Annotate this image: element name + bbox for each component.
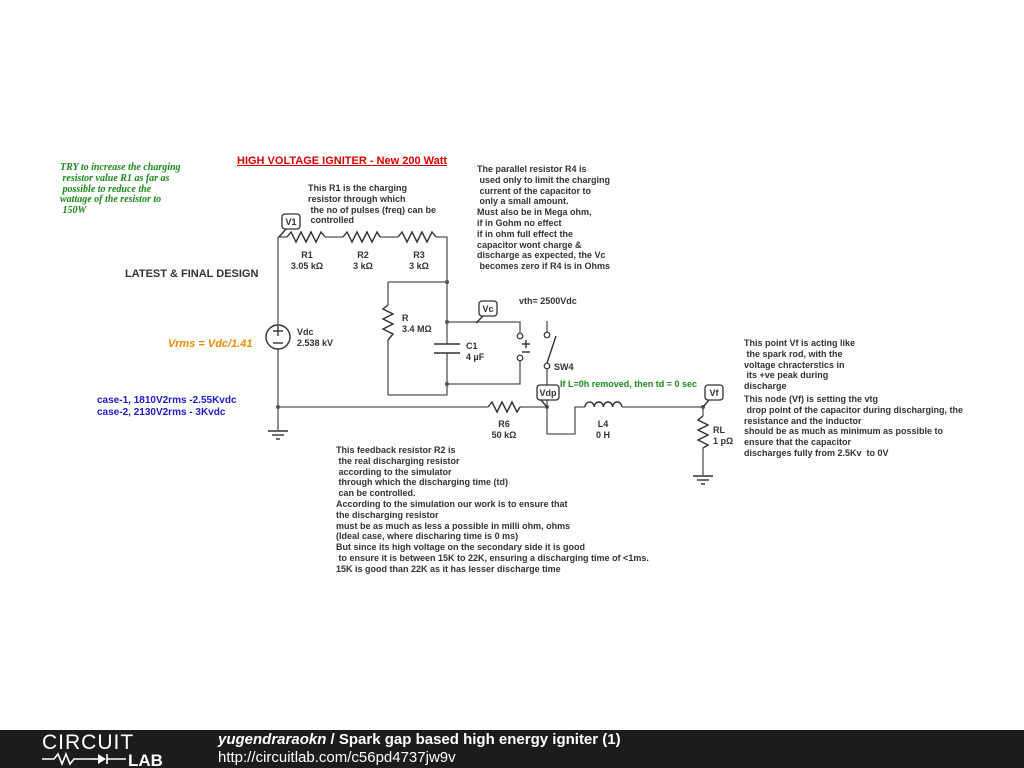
case-2-text: case-2, 2130V2rms - 3Kvdc — [97, 407, 226, 418]
resistor-r1 — [286, 230, 326, 244]
charging-resistor-tip: TRY to increase the charging resistor va… — [60, 162, 181, 217]
probe-vc: Vc — [475, 300, 498, 324]
probe-vc-label: Vc — [482, 304, 493, 314]
title-separator: / — [326, 731, 339, 748]
resistor-r6 — [487, 400, 521, 414]
rl-value: 1 pΩ — [713, 436, 733, 446]
resistor-r3 — [397, 230, 437, 244]
capacitor-c1 — [434, 343, 460, 354]
probe-vdp: Vdp — [536, 384, 560, 408]
footer-bar — [0, 730, 1024, 768]
design-label: LATEST & FINAL DESIGN — [125, 268, 259, 280]
logo-text-lab: LAB — [128, 751, 163, 767]
circuit-schematic: V1 Vc Vdp Vf R1 3.05 kΩ R2 3 kΩ R3 3 kΩ … — [265, 213, 733, 485]
voltage-source-vdc — [265, 324, 291, 350]
ground-symbol — [693, 475, 713, 485]
probe-v1-label: V1 — [285, 217, 296, 227]
l4-value: 0 H — [596, 430, 610, 440]
r3-value: 3 kΩ — [409, 261, 429, 271]
vdc-name: Vdc — [297, 327, 314, 337]
r-value: 3.4 MΩ — [402, 324, 432, 334]
circuitlab-logo[interactable]: CIRCUIT LAB — [40, 731, 180, 767]
sw4-name: SW4 — [554, 362, 574, 372]
r-name: R — [402, 313, 409, 323]
logo-text-circuit: CIRCUIT — [42, 731, 134, 754]
project-url[interactable]: http://circuitlab.com/c56pd4737jw9v — [218, 749, 456, 766]
vf-node-note: This node (Vf) is setting the vtg drop p… — [744, 394, 964, 458]
r2-name: R2 — [357, 250, 369, 260]
inductor-removed-note: If L=0h removed, then td = 0 sec — [560, 379, 698, 389]
r1-note: This R1 is the charging resistor through… — [308, 183, 437, 226]
resistor-rl — [696, 415, 710, 449]
r1-name: R1 — [301, 250, 313, 260]
resistor-r4 — [381, 304, 395, 341]
resistor-r2 — [342, 230, 381, 244]
r3-name: R3 — [413, 250, 425, 260]
vf-spark-note: This point Vf is acting like the spark r… — [744, 338, 856, 392]
project-title: Spark gap based high energy igniter (1) — [338, 731, 621, 748]
switch-sw4 — [516, 331, 557, 370]
rl-name: RL — [713, 425, 725, 435]
author-link[interactable]: yugendraraokn — [218, 731, 327, 748]
feedback-resistor-note: This feedback resistor R2 is the real di… — [336, 445, 649, 574]
vth-text: vth= 2500Vdc — [519, 296, 577, 306]
footer-title: yugendraraokn / Spark gap based high ene… — [218, 731, 621, 748]
diagram-title: HIGH VOLTAGE IGNITER - New 200 Watt — [237, 155, 448, 167]
vrms-formula: Vrms = Vdc/1.41 — [168, 338, 253, 350]
probe-vdp-label: Vdp — [540, 388, 558, 398]
r4-note: The parallel resistor R4 is used only to… — [477, 164, 611, 272]
c1-name: C1 — [466, 341, 478, 351]
wires — [277, 236, 704, 475]
r1-value: 3.05 kΩ — [291, 261, 323, 271]
c1-value: 4 µF — [466, 352, 485, 362]
case-1-text: case-1, 1810V2rms -2.55Kvdc — [97, 395, 237, 406]
r2-value: 3 kΩ — [353, 261, 373, 271]
r6-name: R6 — [498, 419, 510, 429]
ground-symbol — [268, 430, 288, 440]
l4-name: L4 — [598, 419, 609, 429]
probe-vf-label: Vf — [710, 388, 720, 398]
inductor-l4 — [584, 401, 623, 408]
vdc-value: 2.538 kV — [297, 338, 333, 348]
probe-v1: V1 — [278, 213, 301, 238]
r6-value: 50 kΩ — [492, 430, 517, 440]
probe-vf: Vf — [702, 384, 724, 408]
